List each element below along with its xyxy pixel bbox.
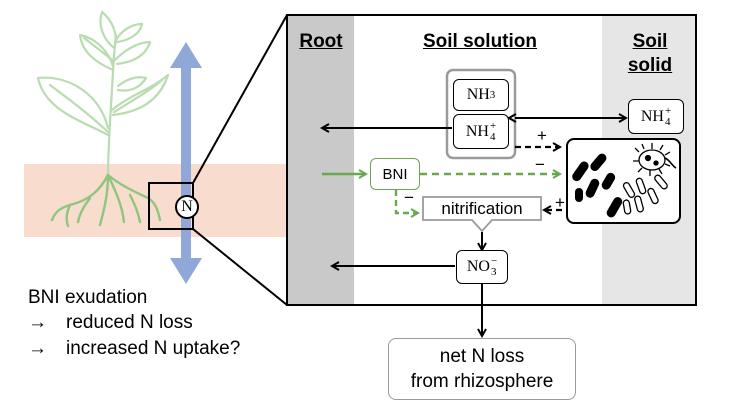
net-n-loss-line1: net N loss: [439, 346, 525, 367]
no3-box: NO−3: [456, 250, 508, 284]
nh4-box: NH+4: [453, 114, 509, 149]
soil-solid-column-title-line1: Soil: [632, 31, 668, 52]
plus-microbes-to-nitrification: +: [555, 193, 565, 212]
microbes-icon: [572, 143, 677, 218]
n-marker-label: N: [181, 198, 193, 215]
bni-exudation-text: BNI exudation: [28, 287, 148, 308]
minus-bni-to-microbes: −: [535, 155, 545, 174]
no3-base: NO: [466, 258, 490, 275]
net-n-loss-box: net N loss from rhizosphere: [388, 338, 576, 400]
nh4-sup: +: [489, 119, 497, 132]
nh3-base: NH: [466, 86, 490, 103]
microbes-box: [566, 138, 681, 224]
reduced-loss-text: reduced N loss: [66, 312, 193, 333]
solid-nh4-sub: 4: [664, 115, 671, 128]
net-n-loss-line2: from rhizosphere: [410, 371, 554, 392]
n-marker: N: [175, 195, 199, 219]
solid-nh4-sup: +: [664, 104, 672, 117]
minus-bni-to-nitrification: −: [404, 188, 414, 207]
no3-sup: −: [490, 255, 498, 267]
root-column-title: Root: [299, 31, 343, 52]
bni-label: BNI: [382, 165, 408, 183]
plus-nh4-to-microbes: +: [537, 126, 547, 145]
increased-uptake-arrow: →: [28, 338, 47, 359]
increased-uptake-text: increased N uptake?: [66, 338, 241, 359]
solid-nh4-base: NH: [640, 107, 664, 125]
soil-solid-column-title-line2: solid: [627, 55, 673, 76]
no3-sub: 3: [490, 266, 497, 278]
nh4-sub: 4: [489, 130, 496, 143]
nitrification-label: nitrification: [441, 199, 523, 218]
nitrification-box: nitrification: [422, 196, 542, 232]
bni-box: BNI: [370, 158, 420, 190]
solid-nh4-box: NH+4: [628, 99, 684, 134]
nh4-base: NH: [465, 122, 489, 140]
reduced-loss-arrow: →: [28, 312, 47, 333]
soil-solution-column-title: Soil solution: [423, 31, 537, 52]
root-column: [287, 15, 354, 305]
